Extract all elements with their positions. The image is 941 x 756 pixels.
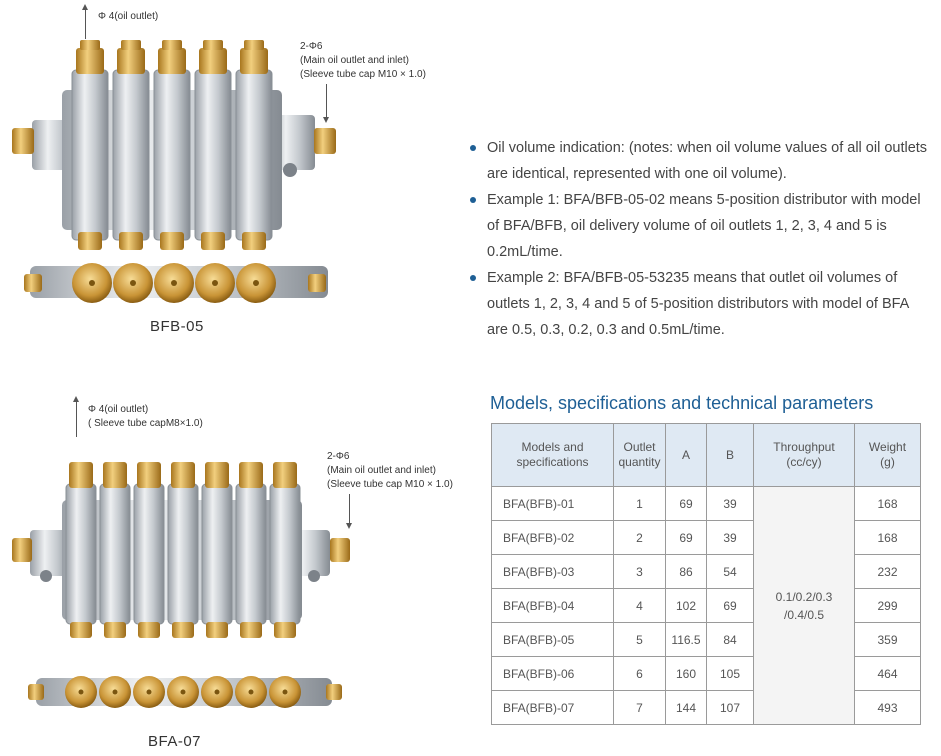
outlet-arrow-icon-2 bbox=[73, 396, 79, 402]
bullet-icon bbox=[470, 145, 476, 151]
main-arrow-line bbox=[326, 84, 327, 118]
cell-model: BFA(BFB)-04 bbox=[491, 588, 614, 623]
header-throughput: Throughput(cc/cy) bbox=[753, 423, 855, 487]
outlet-arrow-icon bbox=[82, 4, 88, 10]
table-row: BFA(BFB)-03 3 86 54 232 bbox=[491, 554, 921, 589]
table-row: BFA(BFB)-01 1 69 39 0.1/0.2/0.3/0.4/0.5 … bbox=[491, 486, 921, 725]
cell-model: BFA(BFB)-03 bbox=[491, 554, 614, 589]
header-b: B bbox=[706, 423, 754, 487]
outlet-arrow-line-2 bbox=[76, 401, 77, 437]
main-arrow-icon-2 bbox=[346, 523, 352, 529]
cell-b: 69 bbox=[706, 588, 754, 623]
cell-b: 105 bbox=[706, 656, 754, 691]
top-outlet-label: Φ 4(oil outlet) bbox=[98, 11, 159, 22]
cell-model: BFA(BFB)-05 bbox=[491, 622, 614, 657]
table-row: BFA(BFB)-05 5 116.5 84 359 bbox=[491, 622, 921, 657]
cell-outlets: 4 bbox=[613, 588, 666, 623]
cell-outlets: 2 bbox=[613, 520, 666, 555]
cell-weight: 299 bbox=[854, 588, 921, 623]
bullet-icon bbox=[470, 275, 476, 281]
outlet-arrow-line bbox=[85, 9, 86, 39]
cell-outlets: 7 bbox=[613, 690, 666, 725]
main-arrow-icon bbox=[323, 117, 329, 123]
header-a: A bbox=[665, 423, 707, 487]
top-main-label-1: 2-Φ6 bbox=[300, 41, 323, 52]
cell-a: 160 bbox=[665, 656, 707, 691]
bullet-icon bbox=[470, 197, 476, 203]
distributor-bfb05-image bbox=[12, 40, 336, 303]
note-text-3: Example 2: BFA/BFB-05-53235 means that o… bbox=[487, 270, 909, 338]
bottom-outlet-label-2: ( Sleeve tube capM8×1.0) bbox=[88, 418, 203, 429]
cell-weight: 168 bbox=[854, 486, 921, 521]
cell-outlets: 1 bbox=[613, 486, 666, 521]
cell-b: 39 bbox=[706, 520, 754, 555]
cell-outlets: 5 bbox=[613, 622, 666, 657]
notes-list: Oil volume indication: (notes: when oil … bbox=[470, 135, 932, 343]
note-item: Oil volume indication: (notes: when oil … bbox=[470, 135, 932, 187]
cell-a: 102 bbox=[665, 588, 707, 623]
cell-model: BFA(BFB)-02 bbox=[491, 520, 614, 555]
cell-b: 107 bbox=[706, 690, 754, 725]
table-title: Models, specifications and technical par… bbox=[490, 393, 874, 413]
cell-a: 86 bbox=[665, 554, 707, 589]
bottom-outlet-label-1: Φ 4(oil outlet) bbox=[88, 404, 149, 415]
note-item: Example 2: BFA/BFB-05-53235 means that o… bbox=[470, 265, 932, 343]
note-item: Example 1: BFA/BFB-05-02 means 5-positio… bbox=[470, 187, 932, 265]
cell-weight: 168 bbox=[854, 520, 921, 555]
cell-model: BFA(BFB)-07 bbox=[491, 690, 614, 725]
bottom-caption: BFA-07 bbox=[148, 733, 202, 750]
table-row: BFA(BFB)-02 2 69 39 168 bbox=[491, 520, 921, 555]
cell-b: 84 bbox=[706, 622, 754, 657]
note-text-2: Example 1: BFA/BFB-05-02 means 5-positio… bbox=[487, 192, 921, 260]
cell-throughput: 0.1/0.2/0.3/0.4/0.5 bbox=[753, 486, 855, 725]
table-row: BFA(BFB)-04 4 102 69 299 bbox=[491, 588, 921, 623]
cell-a: 69 bbox=[665, 520, 707, 555]
bottom-main-label-2: (Main oil outlet and inlet) bbox=[327, 465, 436, 476]
note-text-1: Oil volume indication: (notes: when oil … bbox=[487, 140, 928, 182]
cell-b: 54 bbox=[706, 554, 754, 589]
table-row: BFA(BFB)-07 7 144 107 493 bbox=[491, 690, 921, 725]
top-caption: BFB-05 bbox=[150, 318, 204, 335]
top-main-label-2: (Main oil outlet and inlet) bbox=[300, 55, 409, 66]
cell-a: 116.5 bbox=[665, 622, 707, 657]
bottom-main-label-3: (Sleeve tube cap M10 × 1.0) bbox=[327, 479, 453, 490]
cell-model: BFA(BFB)-01 bbox=[491, 486, 614, 521]
cell-a: 69 bbox=[665, 486, 707, 521]
cell-weight: 464 bbox=[854, 656, 921, 691]
cell-weight: 493 bbox=[854, 690, 921, 725]
top-main-label-3: (Sleeve tube cap M10 × 1.0) bbox=[300, 69, 426, 80]
bottom-main-label-1: 2-Φ6 bbox=[327, 451, 350, 462]
table-row: BFA(BFB)-06 6 160 105 464 bbox=[491, 656, 921, 691]
cell-b: 39 bbox=[706, 486, 754, 521]
cell-a: 144 bbox=[665, 690, 707, 725]
cell-weight: 359 bbox=[854, 622, 921, 657]
cell-outlets: 6 bbox=[613, 656, 666, 691]
cell-model: BFA(BFB)-06 bbox=[491, 656, 614, 691]
cell-outlets: 3 bbox=[613, 554, 666, 589]
header-weight: Weight(g) bbox=[854, 423, 921, 487]
main-arrow-line-2 bbox=[349, 494, 350, 524]
cell-weight: 232 bbox=[854, 554, 921, 589]
distributor-bfa07-image bbox=[12, 462, 350, 708]
